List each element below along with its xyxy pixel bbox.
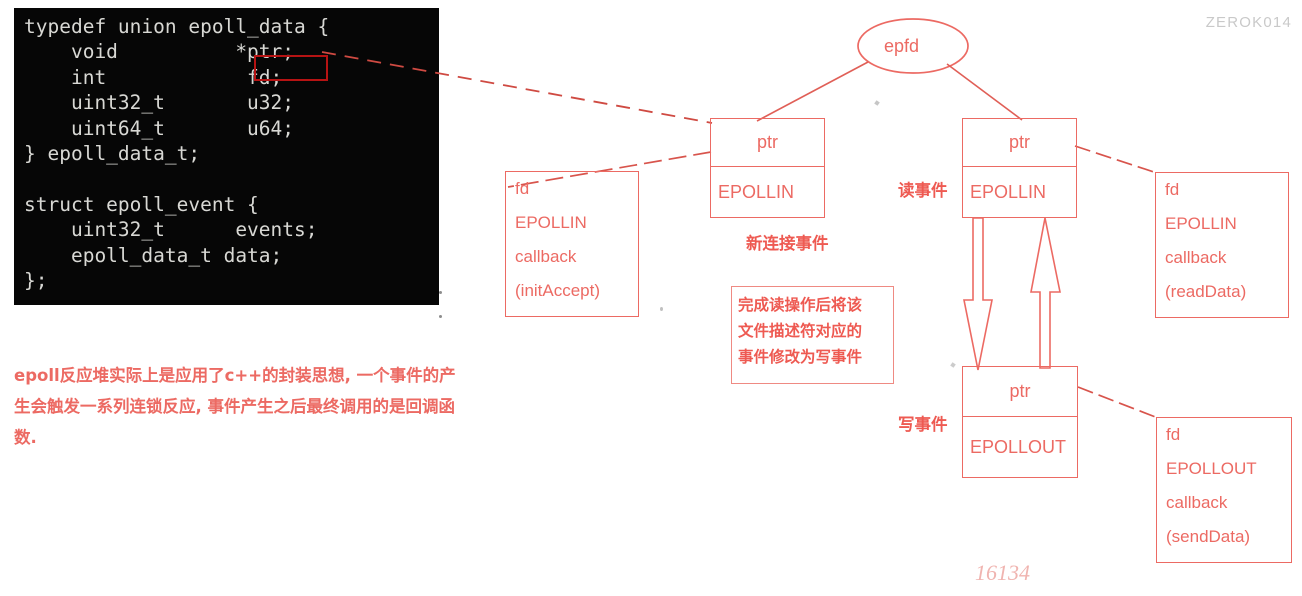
caption-text: epoll反应堆实际上是应用了c++的封装思想, 一个事件的产生会触发一系列连锁…	[14, 366, 456, 447]
handler-line-callback: callback	[515, 247, 577, 266]
handler-line-fd: fd	[1165, 180, 1180, 199]
watermark-bottom-center: 16134	[975, 560, 1030, 585]
node-top-label: ptr	[963, 367, 1077, 417]
note-line-1: 完成读操作后将该	[738, 296, 863, 314]
handler-line-callback: callback	[1166, 493, 1228, 512]
handler-line-callback: callback	[1165, 248, 1227, 267]
epfd-to-right-node-link	[946, 63, 1023, 121]
handler-read-data[interactable]: fd EPOLLIN callback (readData)	[1155, 172, 1289, 318]
watermark-top-right: ZEROK014	[1205, 14, 1292, 31]
label-new-connection-event: 新连接事件	[746, 234, 829, 253]
speck-dot	[439, 291, 442, 294]
label-write-event: 写事件	[898, 415, 948, 434]
handler-line-callback-name: (readData)	[1165, 282, 1247, 301]
readnode-to-readdata-link	[1074, 145, 1158, 174]
handler-init-accept[interactable]: fd EPOLLIN callback (initAccept)	[505, 171, 639, 317]
node-ptr-epollin-right[interactable]: ptr EPOLLIN	[962, 118, 1077, 218]
node-bottom-label: EPOLLIN	[718, 181, 795, 202]
writenode-to-senddata-link	[1077, 386, 1159, 419]
speck-dot	[439, 315, 442, 318]
code-block: typedef union epoll_data { void *ptr; in…	[14, 8, 439, 305]
epfd-to-left-node-link	[756, 61, 869, 122]
epfd-ellipse	[857, 18, 969, 74]
epfd-label: epfd	[884, 36, 920, 56]
handler-line-event: EPOLLIN	[515, 213, 587, 232]
node-top-label: ptr	[963, 119, 1076, 167]
note-line-2: 文件描述符对应的	[738, 322, 863, 340]
handler-line-event: EPOLLOUT	[1166, 459, 1257, 478]
handler-line-event: EPOLLIN	[1165, 214, 1237, 233]
handler-line-fd: fd	[1166, 425, 1181, 444]
handler-line-callback-name: (sendData)	[1166, 527, 1251, 546]
handler-line-fd: fd	[515, 179, 530, 198]
node-ptr-epollout[interactable]: ptr EPOLLOUT	[962, 366, 1078, 478]
speck-dot	[660, 307, 663, 311]
arrow-write-to-read	[1030, 217, 1061, 369]
node-bottom-label: EPOLLIN	[970, 181, 1047, 202]
handler-line-callback-name: (initAccept)	[515, 281, 601, 300]
label-read-event: 读事件	[898, 181, 948, 200]
handler-send-data[interactable]: fd EPOLLOUT callback (sendData)	[1156, 417, 1292, 563]
note-line-3: 事件修改为写事件	[738, 348, 863, 366]
node-ptr-epollin-left[interactable]: ptr EPOLLIN	[710, 118, 825, 218]
left-node-to-initaccept-link	[507, 151, 712, 188]
arrow-read-to-write	[963, 217, 993, 371]
dashed-link-ptr-to-node	[321, 51, 713, 124]
node-top-label: ptr	[711, 119, 824, 167]
note-switch-to-write: 完成读操作后将该 文件描述符对应的 事件修改为写事件	[731, 286, 894, 384]
node-bottom-label: EPOLLOUT	[970, 436, 1067, 457]
